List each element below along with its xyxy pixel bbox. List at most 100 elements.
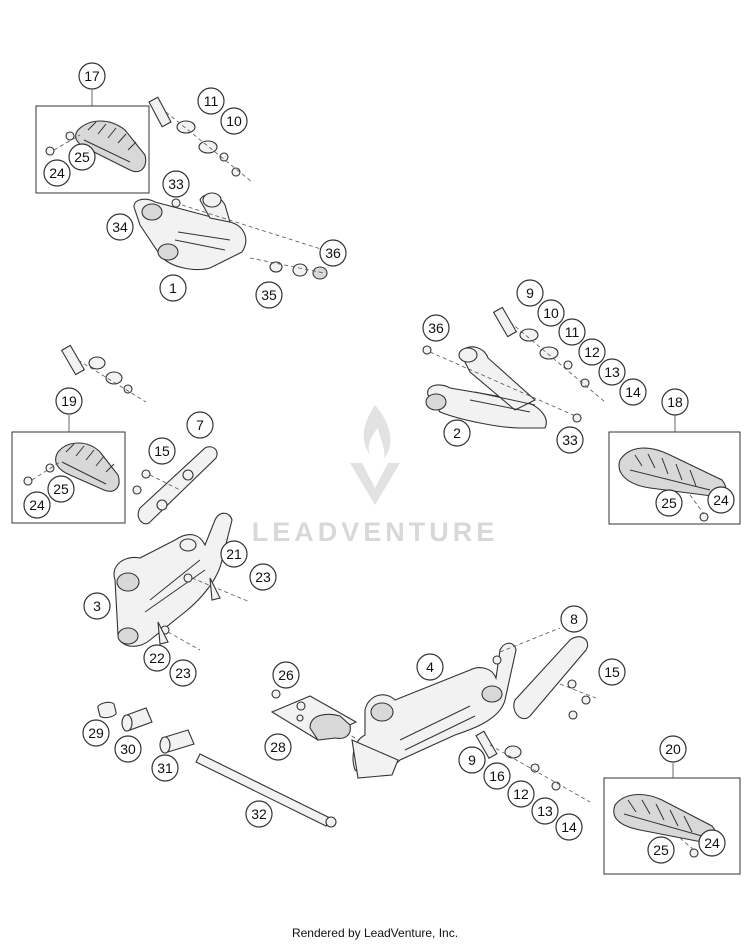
callout-36[interactable]: 36 bbox=[422, 314, 450, 342]
callout-34[interactable]: 34 bbox=[106, 213, 134, 241]
svg-text:24: 24 bbox=[704, 835, 720, 851]
callout-14[interactable]: 14 bbox=[555, 813, 583, 841]
callout-24[interactable]: 24 bbox=[43, 159, 71, 187]
callout-13[interactable]: 13 bbox=[531, 797, 559, 825]
callout-14[interactable]: 14 bbox=[619, 378, 647, 406]
svg-text:36: 36 bbox=[428, 320, 444, 336]
svg-text:9: 9 bbox=[468, 752, 476, 768]
footrest-bracket-2 bbox=[422, 306, 606, 429]
callout-7[interactable]: 7 bbox=[186, 411, 214, 439]
svg-text:23: 23 bbox=[255, 569, 271, 585]
watermark-text: LEADVENTURE bbox=[252, 517, 499, 547]
svg-text:26: 26 bbox=[278, 667, 294, 683]
spacer-bushings bbox=[97, 701, 195, 754]
callout-24[interactable]: 24 bbox=[707, 486, 735, 514]
svg-text:24: 24 bbox=[713, 492, 729, 508]
svg-text:13: 13 bbox=[537, 803, 553, 819]
svg-text:32: 32 bbox=[251, 806, 267, 822]
svg-text:20: 20 bbox=[665, 741, 681, 757]
svg-text:4: 4 bbox=[426, 659, 434, 675]
svg-text:9: 9 bbox=[526, 285, 534, 301]
callout-11[interactable]: 11 bbox=[558, 318, 586, 346]
callout-23[interactable]: 23 bbox=[249, 563, 277, 591]
callout-13[interactable]: 13 bbox=[598, 358, 626, 386]
svg-text:25: 25 bbox=[53, 481, 69, 497]
svg-text:1: 1 bbox=[169, 280, 177, 296]
callout-25[interactable]: 25 bbox=[47, 475, 75, 503]
callout-31[interactable]: 31 bbox=[151, 754, 179, 782]
svg-text:30: 30 bbox=[120, 741, 136, 757]
svg-text:35: 35 bbox=[261, 287, 277, 303]
svg-text:16: 16 bbox=[489, 768, 505, 784]
svg-text:21: 21 bbox=[226, 546, 242, 562]
svg-text:36: 36 bbox=[325, 245, 341, 261]
callout-12[interactable]: 12 bbox=[507, 780, 535, 808]
svg-text:10: 10 bbox=[543, 305, 559, 321]
svg-text:12: 12 bbox=[584, 344, 600, 360]
svg-text:33: 33 bbox=[562, 432, 578, 448]
svg-text:15: 15 bbox=[154, 443, 170, 459]
svg-text:2: 2 bbox=[453, 425, 461, 441]
callout-8[interactable]: 8 bbox=[560, 605, 588, 633]
callout-19[interactable]: 19 bbox=[55, 387, 83, 415]
svg-text:17: 17 bbox=[84, 68, 100, 84]
callout-17[interactable]: 17 bbox=[78, 62, 106, 90]
callout-3[interactable]: 3 bbox=[83, 592, 111, 620]
callout-26[interactable]: 26 bbox=[272, 661, 300, 689]
callout-2[interactable]: 2 bbox=[443, 419, 471, 447]
callout-25[interactable]: 25 bbox=[68, 143, 96, 171]
callout-24[interactable]: 24 bbox=[698, 829, 726, 857]
svg-text:7: 7 bbox=[196, 417, 204, 433]
svg-text:25: 25 bbox=[74, 149, 90, 165]
callout-28[interactable]: 28 bbox=[264, 733, 292, 761]
svg-text:8: 8 bbox=[570, 611, 578, 627]
callout-4[interactable]: 4 bbox=[416, 653, 444, 681]
callout-36[interactable]: 36 bbox=[319, 239, 347, 267]
svg-text:31: 31 bbox=[157, 760, 173, 776]
callout-9[interactable]: 9 bbox=[458, 746, 486, 774]
callout-25[interactable]: 25 bbox=[655, 489, 683, 517]
svg-text:25: 25 bbox=[661, 495, 677, 511]
svg-text:33: 33 bbox=[168, 176, 184, 192]
svg-text:14: 14 bbox=[625, 384, 641, 400]
callout-21[interactable]: 21 bbox=[220, 540, 248, 568]
callout-35[interactable]: 35 bbox=[255, 281, 283, 309]
callout-33[interactable]: 33 bbox=[556, 426, 584, 454]
callout-16[interactable]: 16 bbox=[483, 762, 511, 790]
callout-18[interactable]: 18 bbox=[661, 388, 689, 416]
callout-22[interactable]: 22 bbox=[143, 644, 171, 672]
svg-text:24: 24 bbox=[49, 165, 65, 181]
callout-9[interactable]: 9 bbox=[516, 279, 544, 307]
footrest-bracket-3 bbox=[60, 344, 251, 651]
svg-text:34: 34 bbox=[112, 219, 128, 235]
watermark: LEADVENTURE bbox=[252, 405, 499, 547]
axle-32 bbox=[195, 753, 337, 828]
brake-fluid-reservoir-28 bbox=[270, 689, 358, 741]
callout-15[interactable]: 15 bbox=[598, 658, 626, 686]
svg-text:24: 24 bbox=[29, 497, 45, 513]
callout-32[interactable]: 32 bbox=[245, 800, 273, 828]
callout-25[interactable]: 25 bbox=[647, 836, 675, 864]
callout-33[interactable]: 33 bbox=[162, 170, 190, 198]
svg-text:25: 25 bbox=[653, 842, 669, 858]
callout-10[interactable]: 10 bbox=[220, 107, 248, 135]
svg-text:14: 14 bbox=[561, 819, 577, 835]
svg-text:11: 11 bbox=[204, 93, 219, 109]
callout-11[interactable]: 11 bbox=[197, 87, 225, 115]
callout-10[interactable]: 10 bbox=[537, 299, 565, 327]
callout-15[interactable]: 15 bbox=[148, 437, 176, 465]
callout-30[interactable]: 30 bbox=[114, 735, 142, 763]
footrest-linkage-9-14 bbox=[475, 730, 591, 803]
callout-20[interactable]: 20 bbox=[659, 735, 687, 763]
callout-23[interactable]: 23 bbox=[169, 659, 197, 687]
flame-v-logo-icon bbox=[350, 405, 400, 505]
svg-text:13: 13 bbox=[604, 364, 620, 380]
callout-24[interactable]: 24 bbox=[23, 491, 51, 519]
footrest-bracket-4 bbox=[329, 627, 597, 779]
svg-text:3: 3 bbox=[93, 598, 101, 614]
svg-text:15: 15 bbox=[604, 664, 620, 680]
callout-1[interactable]: 1 bbox=[159, 274, 187, 302]
callout-29[interactable]: 29 bbox=[82, 719, 110, 747]
callout-12[interactable]: 12 bbox=[578, 338, 606, 366]
